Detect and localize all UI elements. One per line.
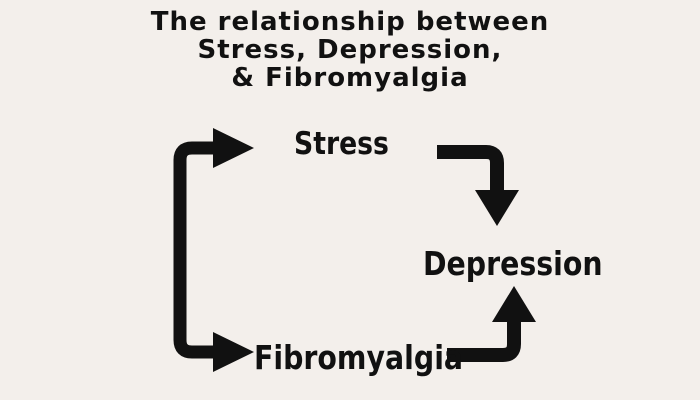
arrow-stress-to-depression-line (437, 145, 504, 193)
arrow-head-to-fibromyalgia (213, 332, 254, 372)
arrow-head-to-stress (213, 128, 254, 168)
title-line-2: Stress, Depression, (197, 35, 503, 65)
arrow-head-to-depression-top (475, 190, 519, 226)
title-line-3: & Fibromyalgia (231, 63, 469, 93)
title-line-1: The relationship between (150, 7, 550, 37)
diagram-title: The relationship between Stress, Depress… (0, 8, 700, 92)
arrow-loop-line (173, 141, 215, 359)
node-depression: Depression (423, 244, 603, 283)
arrow-head-to-depression-bottom (492, 286, 536, 322)
node-fibromyalgia: Fibromyalgia (254, 338, 464, 377)
arrow-fibromyalgia-to-depression-line (447, 320, 521, 362)
node-stress: Stress (294, 126, 389, 162)
